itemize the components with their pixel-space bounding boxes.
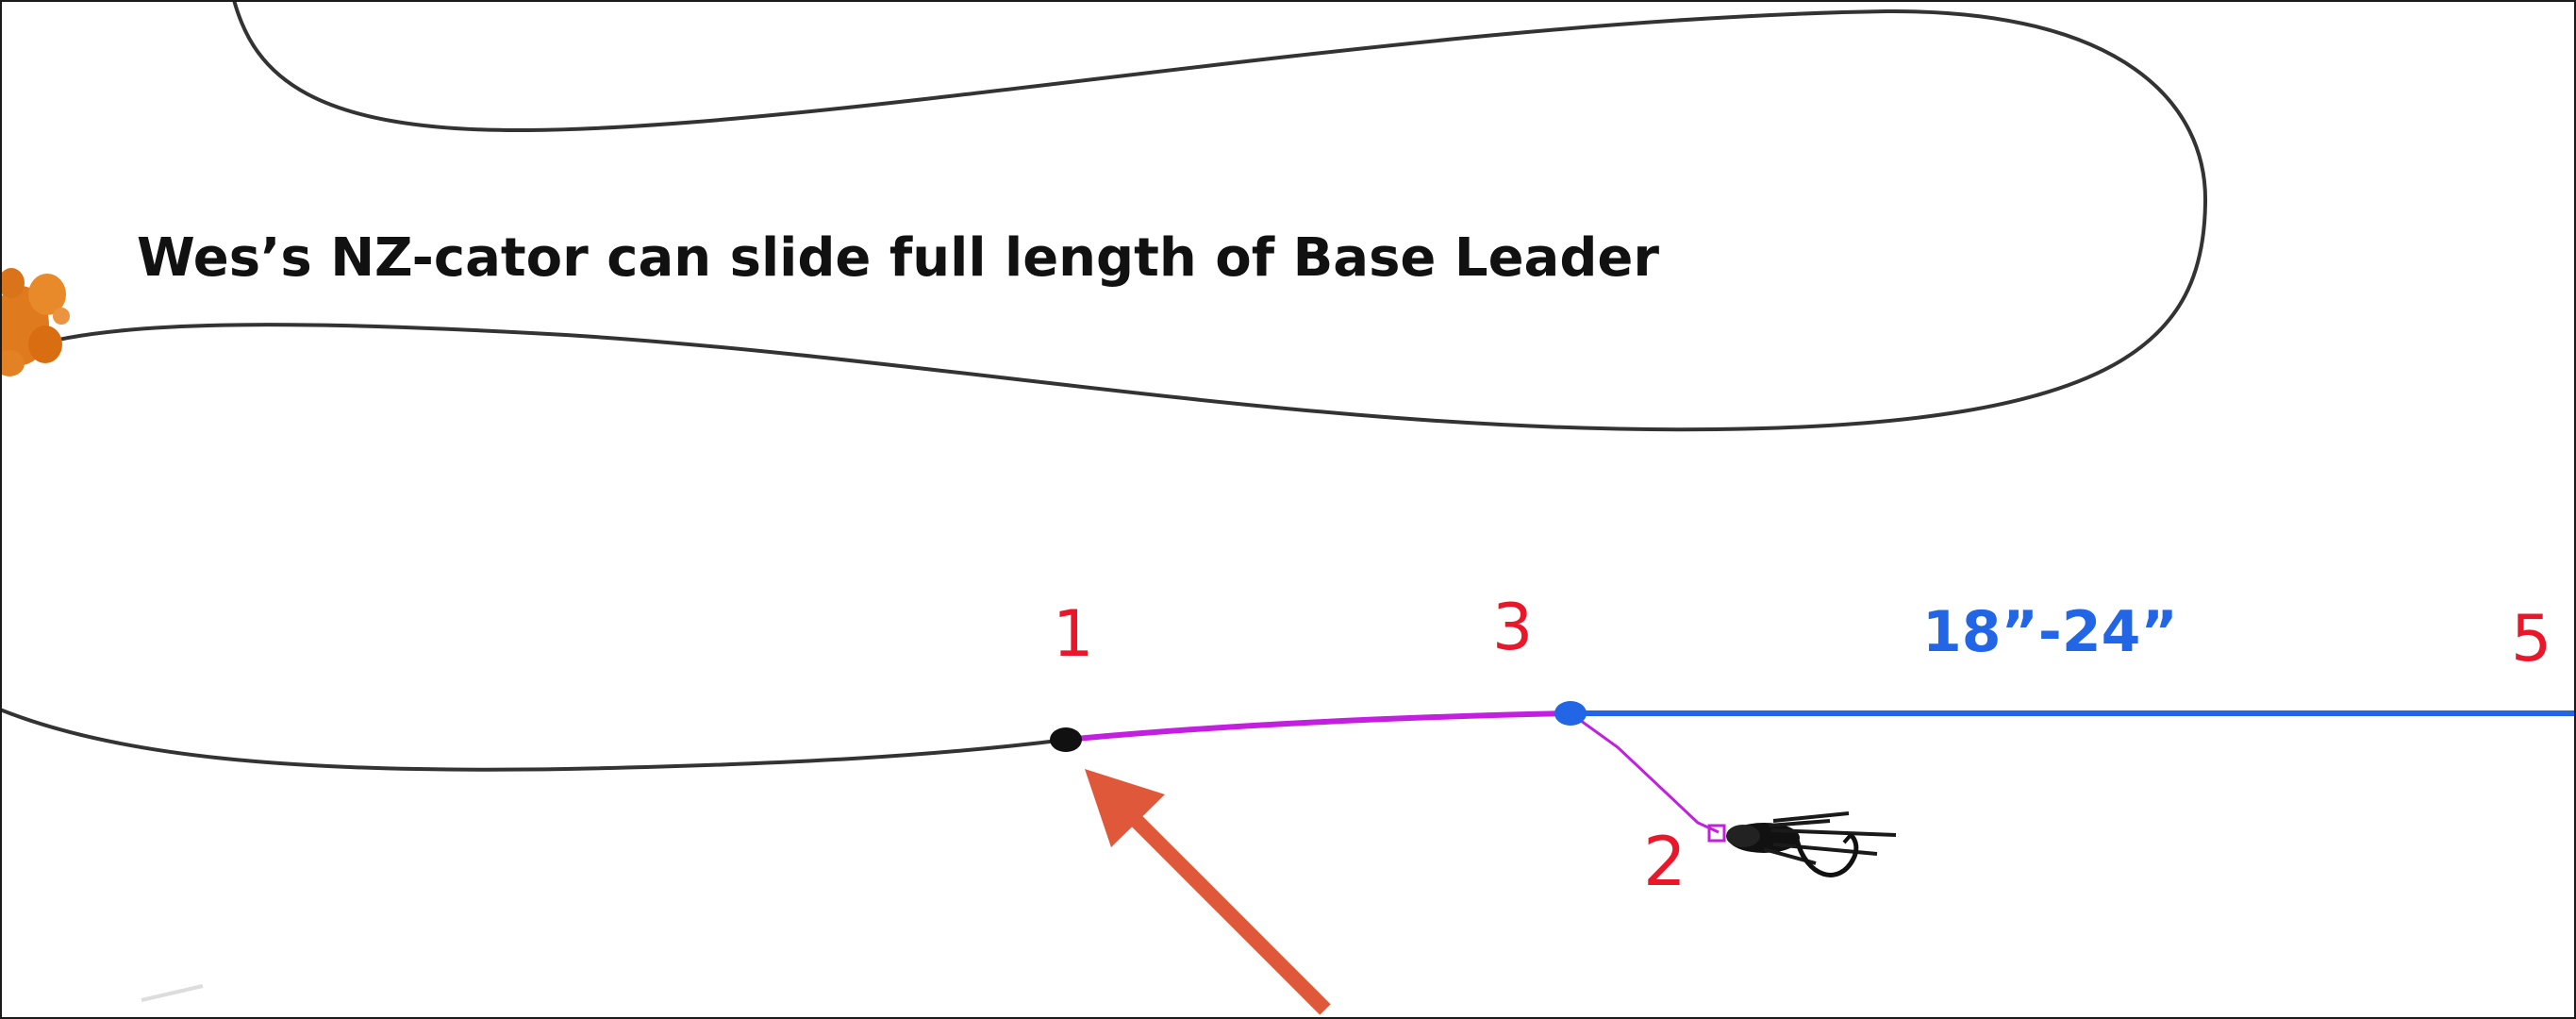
knot-3-dot — [1554, 701, 1587, 726]
point-label-5: 5 — [2511, 602, 2551, 677]
nymph-fly-icon — [1726, 811, 1897, 877]
section-length-label: 18”-24” — [1922, 599, 2178, 665]
fly-line-loop — [27, 0, 2208, 432]
base-leader-line — [1065, 710, 1571, 743]
point-label-3: 3 — [1492, 591, 1533, 665]
nz-strike-indicator-icon — [0, 268, 70, 376]
point-label-2: 2 — [1643, 822, 1687, 901]
fly-line-lower — [0, 708, 1067, 772]
diagram-caption: Wes’s NZ-cator can slide full length of … — [137, 227, 1659, 289]
faint-mark — [141, 984, 204, 1002]
knot-1-dot — [1050, 727, 1082, 752]
point-label-1: 1 — [1053, 597, 1093, 672]
arrow-icon — [1085, 769, 1331, 1015]
dropper-knot — [1707, 824, 1726, 843]
dropper-line — [1570, 711, 1720, 834]
